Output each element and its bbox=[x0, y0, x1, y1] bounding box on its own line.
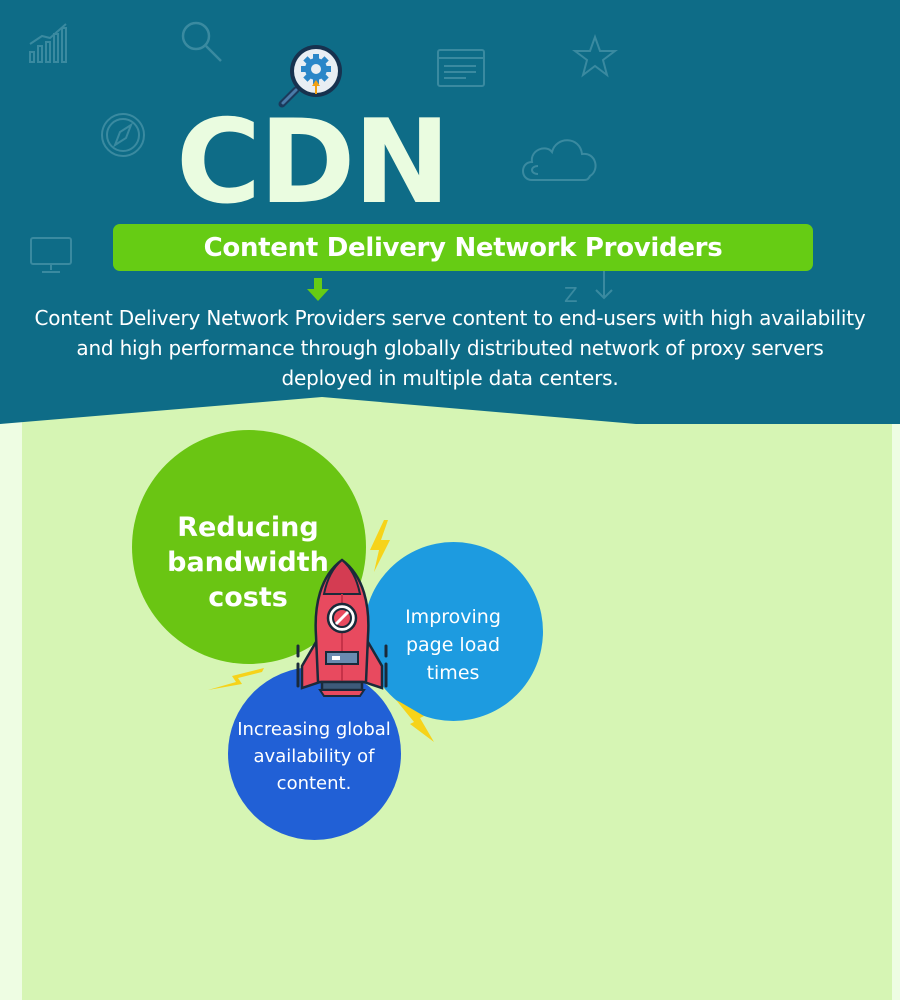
gear-magnifier-icon bbox=[278, 45, 342, 108]
search-icon bbox=[181, 21, 222, 62]
subtitle-banner: Content Delivery Network Providers bbox=[113, 224, 813, 271]
description-text: Content Delivery Network Providers serve… bbox=[34, 306, 866, 390]
lightning-icon bbox=[396, 700, 434, 742]
lightning-icon bbox=[370, 520, 390, 572]
monitor-icon bbox=[30, 237, 72, 273]
benefit-label-bandwidth: Reducing bandwidth costs bbox=[167, 512, 329, 613]
benefit-circle-availability bbox=[228, 667, 401, 840]
star-icon bbox=[572, 34, 618, 78]
sort-icon: Z bbox=[564, 266, 613, 306]
page-title: CDN bbox=[176, 95, 451, 230]
subtitle-text: Content Delivery Network Providers bbox=[203, 232, 723, 263]
benefit-circle-load-times bbox=[364, 542, 543, 721]
svg-text:Z: Z bbox=[564, 283, 578, 306]
lightning-icon bbox=[208, 668, 264, 690]
browser-window-icon bbox=[437, 49, 485, 87]
compass-icon bbox=[101, 113, 145, 157]
cloud-icon bbox=[522, 139, 597, 181]
benefit-label-load-times: Improving page load times bbox=[405, 606, 501, 684]
right-strip bbox=[892, 420, 900, 1000]
rocket-icon bbox=[296, 558, 388, 697]
arrow-down-icon bbox=[307, 278, 329, 301]
header-section: Z CDN Cont bbox=[0, 0, 900, 430]
chart-icon bbox=[29, 23, 67, 63]
left-strip bbox=[0, 420, 22, 1000]
header-background bbox=[0, 0, 900, 424]
benefit-label-availability: Increasing global availability of conten… bbox=[237, 719, 391, 794]
